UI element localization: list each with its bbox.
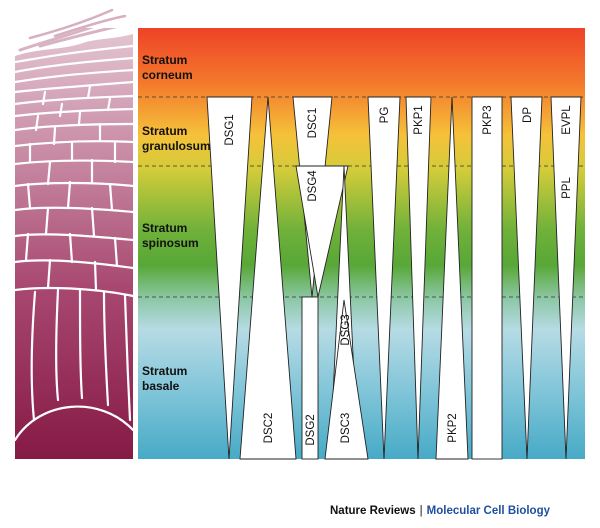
dsg1-label: DSG1 (224, 114, 236, 145)
dsc1-label: DSC1 (307, 108, 319, 139)
dp-label: DP (522, 107, 534, 123)
corneum-label-line2: corneum (142, 68, 193, 82)
pkp1-label: PKP1 (413, 105, 425, 134)
layer-boundaries (138, 96, 585, 298)
evpl-shape (550, 96, 582, 460)
pg-shape (367, 96, 401, 460)
dsc3-shape (324, 299, 369, 460)
dsc2-label: DSC2 (263, 413, 275, 444)
dsg1-shape (206, 96, 253, 460)
dsg3-label: DSG3 (340, 314, 352, 345)
dsg2-label: DSG2 (305, 414, 317, 445)
layer-labels: Stratum corneum Stratum granulosum Strat… (142, 53, 211, 393)
pkp2-shape (435, 96, 469, 460)
dsg4-shape (295, 165, 349, 298)
pkp3-shape (471, 96, 503, 460)
dsg2-shape (301, 296, 319, 460)
basale-label-line2: basale (142, 379, 180, 393)
spinosum-label-line1: Stratum (142, 221, 187, 235)
protein-shapes (206, 96, 582, 460)
dsc2-shape (239, 96, 297, 460)
credit-line: Nature Reviews|Molecular Cell Biology (330, 505, 550, 517)
spinosum-label-line2: spinosum (142, 236, 199, 250)
credit-journal: Nature Reviews (330, 505, 416, 517)
pkp3-label: PKP3 (482, 105, 494, 134)
corneum-label-line1: Stratum (142, 53, 187, 67)
credit-section: Molecular Cell Biology (426, 505, 550, 517)
granulosum-label-line1: Stratum (142, 124, 187, 138)
tissue-illustration (15, 8, 133, 459)
pkp1-shape (405, 96, 432, 460)
granulosum-label-line2: granulosum (142, 139, 211, 153)
protein-labels: DSG1 DSC2 DSC1 DSG4 DSG2 DSG3 DSC3 PG PK… (224, 105, 573, 446)
pg-label: PG (379, 107, 391, 124)
dsg4-label: DSG4 (307, 170, 319, 202)
basale-label-line1: Stratum (142, 364, 187, 378)
pkp2-label: PKP2 (447, 413, 459, 442)
evpl-label: EVPL (561, 105, 573, 135)
credit-separator: | (419, 505, 423, 517)
ppl-label: PPL (561, 177, 573, 199)
dsc3-label: DSC3 (340, 413, 352, 444)
dp-shape (510, 96, 543, 460)
